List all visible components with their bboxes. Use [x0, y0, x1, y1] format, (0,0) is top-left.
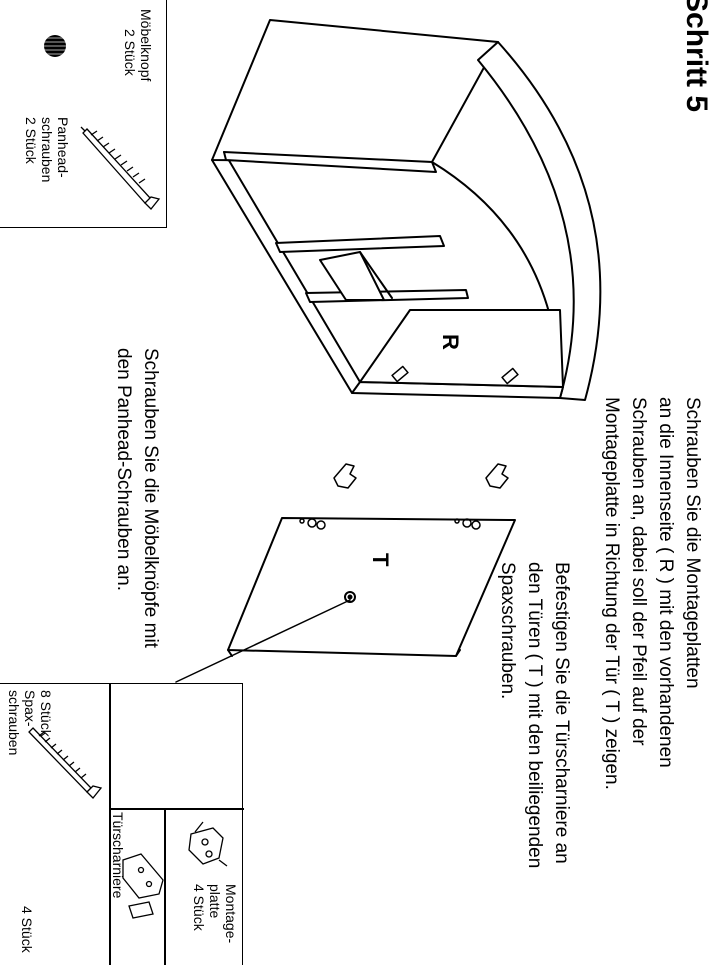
montageplatte-icon — [188, 821, 228, 867]
knob-hole — [344, 591, 356, 603]
panhead-screw-icon — [80, 126, 161, 210]
cabinet-top-panel — [211, 19, 499, 163]
cabinet-shelf — [275, 235, 445, 253]
parts-divider — [109, 684, 111, 809]
parts-divider — [164, 808, 166, 965]
door-t — [227, 517, 516, 657]
parts-divider — [109, 808, 111, 965]
instruction-montageplatten: Schrauben Sie die Montageplatten an die … — [601, 397, 703, 790]
part-montageplatte: Montage- platte 4 Stück — [191, 884, 239, 944]
parts-box-bottom: 8 Stück Spax- schrauben — [0, 683, 244, 965]
hinge-part — [333, 463, 509, 489]
leader-line — [175, 599, 351, 683]
label-t: T — [368, 553, 393, 567]
cabinet-partition — [319, 251, 385, 301]
tuerscharniere-icon — [122, 853, 164, 919]
part-tuerscharniere-qty: 4 Stück — [19, 906, 35, 953]
instruction-moebelknoepfe: Schrauben Sie die Möbelknöpfe mit den Pa… — [113, 348, 161, 648]
parts-box-top: Möbelknopf 2 Stück Panhead- schrauben 2 … — [0, 0, 167, 228]
label-r: R — [438, 334, 463, 350]
spax-screw-icon — [28, 727, 228, 919]
mounting-plate-on-r — [391, 365, 519, 385]
cabinet-shelf — [223, 151, 437, 173]
instruction-tuerscharniere: Befestigen Sie die Türscharniere an den … — [497, 562, 572, 869]
door-hinge-holes — [299, 518, 481, 530]
cabinet-front-edge — [477, 41, 602, 401]
side-panel-r — [359, 309, 564, 388]
part-tuerscharniere: Türscharniere — [110, 812, 126, 899]
knob-icon — [44, 35, 66, 57]
parts-divider — [109, 808, 244, 810]
